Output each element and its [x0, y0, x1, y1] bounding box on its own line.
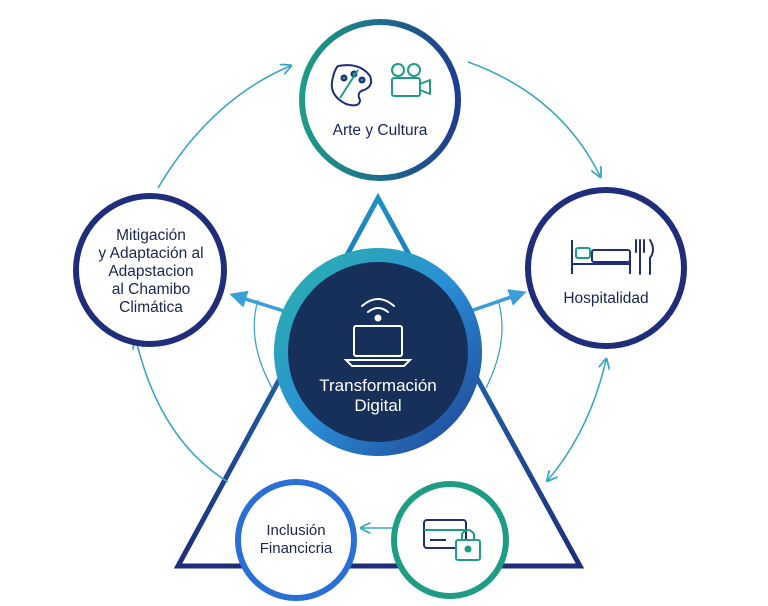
mitigacion-circle: [73, 193, 227, 347]
center-label-line1: Transformación: [319, 376, 437, 395]
hospitalidad-circle: [525, 187, 687, 349]
arrow-inclusion-to-mitigacion: [136, 340, 229, 483]
hospitalidad-label: Hospitalidad: [540, 288, 672, 310]
hospitalidad-label-text: Hospitalidad: [563, 290, 649, 307]
mitigacion-line1: Mitigación: [116, 227, 186, 244]
laptop-wifi-icon: [343, 298, 413, 367]
center-label-line2: Digital: [354, 396, 402, 415]
mitigacion-line4: al Chamibo: [111, 281, 191, 298]
arrow-arte-to-hospitalidad: [467, 61, 600, 176]
bed-icon: [571, 240, 631, 274]
fork-knife-icon: [635, 239, 654, 275]
triangle-frame: [173, 192, 585, 569]
arte-circle: [299, 19, 461, 181]
mitigacion-line5: Climática: [119, 299, 183, 316]
film-camera-icon: [391, 63, 431, 97]
arc-left: [253, 299, 273, 389]
center-label: Transformación Digital: [300, 374, 456, 418]
inclusion-line1: Inclusión: [266, 522, 326, 539]
arrow-mitigacion-to-arte: [157, 66, 290, 189]
arte-label: Arte y Cultura: [310, 120, 450, 142]
palette-icon: [330, 64, 373, 107]
center-disc: [288, 262, 468, 442]
mitigacion-label: Mitigación y Adaptación al Adapstacion a…: [84, 226, 218, 318]
credit-card-icon: [423, 519, 467, 549]
arrow-hospitalidad-to-fintech: [548, 360, 606, 480]
arte-label-text: Arte y Cultura: [332, 122, 428, 139]
mitigacion-line2: y Adaptación al: [98, 245, 204, 262]
inclusion-circle: [235, 479, 357, 601]
inclusion-line2: Financicria: [259, 540, 333, 557]
padlock-icon: [455, 529, 481, 561]
mitigacion-line3: Adapstacion: [108, 263, 194, 280]
fintech-circle: [391, 481, 509, 599]
arc-right: [485, 299, 503, 389]
inclusion-label: Inclusión Financicria: [244, 520, 348, 560]
